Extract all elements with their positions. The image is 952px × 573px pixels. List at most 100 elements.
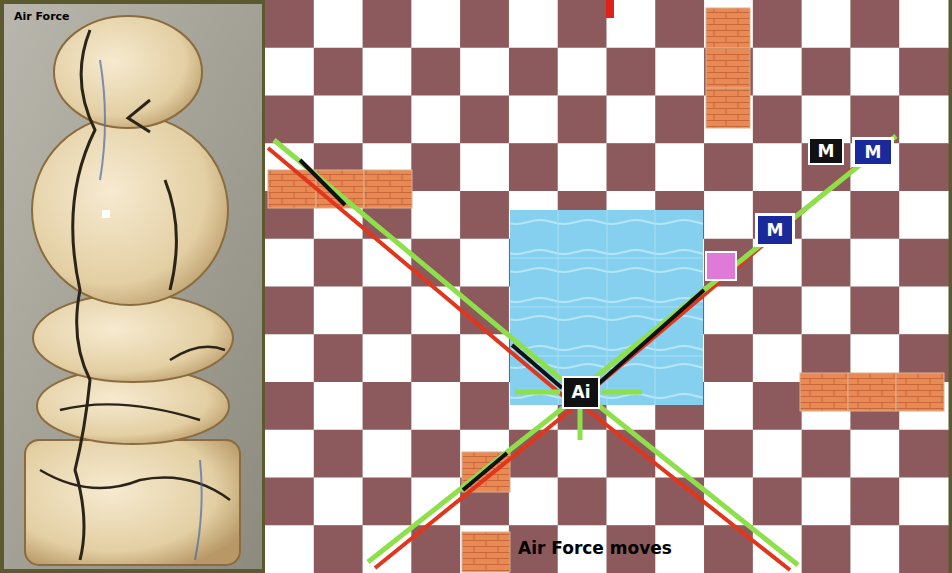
pink-piece — [706, 252, 736, 280]
piece-photo — [4, 4, 262, 569]
red-marker — [606, 0, 614, 18]
board-square — [558, 0, 607, 48]
board-square — [899, 478, 948, 526]
board-square — [509, 48, 558, 96]
brick-square — [268, 170, 316, 208]
air-force-piece: Ai — [562, 376, 600, 409]
board-square — [411, 191, 460, 239]
board-square — [704, 143, 753, 191]
board-square — [704, 239, 753, 287]
board-square — [509, 478, 558, 526]
move-lines — [268, 136, 896, 570]
board-square — [850, 287, 899, 335]
board-square — [314, 525, 363, 573]
brick-square — [462, 532, 510, 572]
board-square — [363, 334, 412, 382]
board-square — [460, 239, 509, 287]
board-square — [363, 287, 412, 335]
board-square — [509, 0, 558, 48]
board-square — [265, 430, 314, 478]
board-square — [314, 96, 363, 144]
board-square — [704, 0, 753, 48]
board-square — [265, 382, 314, 430]
board-square — [363, 430, 412, 478]
board-square — [460, 191, 509, 239]
piece-letter: M — [865, 144, 882, 161]
board-square — [850, 0, 899, 48]
board-square — [314, 0, 363, 48]
board-square — [363, 48, 412, 96]
board-square — [899, 525, 948, 573]
board-square — [850, 239, 899, 287]
board-square — [899, 430, 948, 478]
board-square — [850, 525, 899, 573]
board-square — [802, 191, 851, 239]
board-square — [655, 96, 704, 144]
board-square — [899, 0, 948, 48]
blue-piece: M — [852, 137, 894, 167]
board-square — [899, 191, 948, 239]
black-piece: M — [808, 137, 844, 165]
board-square — [411, 430, 460, 478]
board-square — [704, 334, 753, 382]
board-square — [607, 143, 656, 191]
board-square — [411, 0, 460, 48]
board-square — [460, 382, 509, 430]
board-square — [411, 48, 460, 96]
board-square — [265, 239, 314, 287]
board-square — [460, 0, 509, 48]
board-square — [753, 96, 802, 144]
board-square — [558, 48, 607, 96]
board-square — [802, 525, 851, 573]
board-square — [704, 191, 753, 239]
board-square — [411, 287, 460, 335]
board-square — [753, 287, 802, 335]
board-square — [753, 382, 802, 430]
board-square — [363, 382, 412, 430]
board-square — [607, 48, 656, 96]
board-square — [411, 96, 460, 144]
board-square — [460, 96, 509, 144]
board-square — [704, 525, 753, 573]
board-square — [802, 0, 851, 48]
board-square — [607, 96, 656, 144]
board-square — [314, 239, 363, 287]
board-square — [899, 48, 948, 96]
board-square — [314, 334, 363, 382]
board-square — [899, 239, 948, 287]
board-square — [363, 0, 412, 48]
brick-square — [848, 373, 896, 411]
board-square — [753, 143, 802, 191]
board-square — [850, 478, 899, 526]
board-square — [314, 287, 363, 335]
board-square — [411, 334, 460, 382]
board-square — [850, 191, 899, 239]
blue-piece: M — [755, 213, 795, 247]
board-square — [753, 478, 802, 526]
piece-letter: M — [767, 222, 784, 239]
board-square — [607, 478, 656, 526]
photo-caption: Air Force — [14, 10, 70, 23]
brick-walls — [268, 8, 944, 572]
board-square — [607, 430, 656, 478]
board-square — [265, 334, 314, 382]
board-square — [265, 96, 314, 144]
board-square — [753, 334, 802, 382]
board-square — [704, 382, 753, 430]
board-square — [314, 430, 363, 478]
board-square — [265, 287, 314, 335]
board-square — [802, 287, 851, 335]
board-square — [802, 48, 851, 96]
board-square — [899, 143, 948, 191]
board-square — [753, 0, 802, 48]
board-square — [509, 143, 558, 191]
board-square — [314, 382, 363, 430]
brick-square — [896, 373, 944, 411]
board-square — [314, 48, 363, 96]
board-square — [265, 48, 314, 96]
board-square — [753, 430, 802, 478]
board-square — [265, 525, 314, 573]
board-square — [411, 143, 460, 191]
